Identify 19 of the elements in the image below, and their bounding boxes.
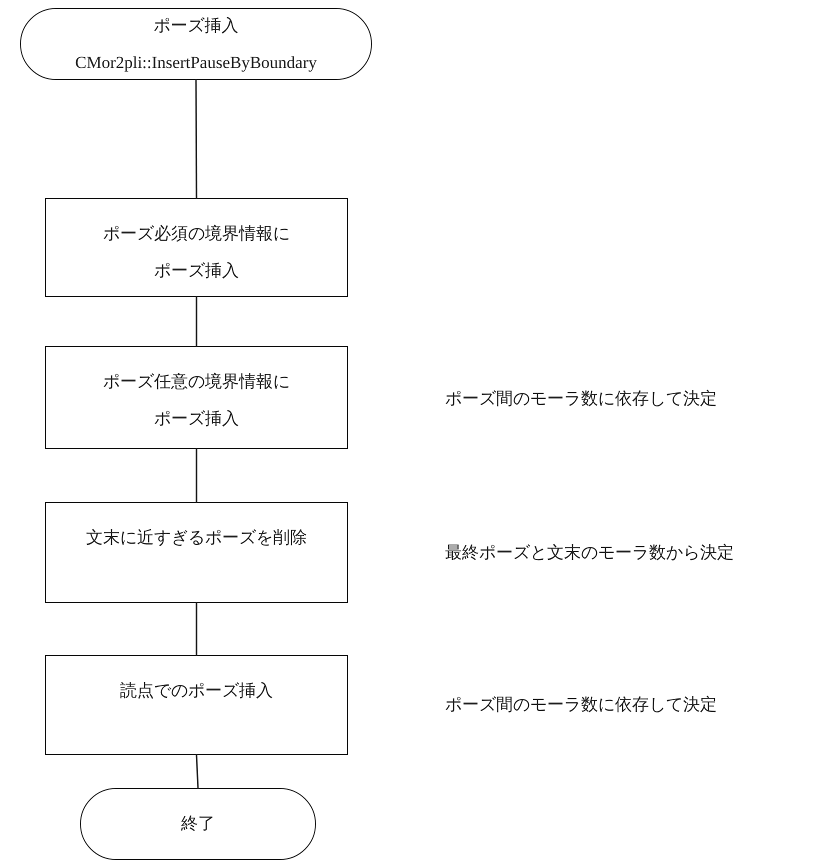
step-label: 終了 bbox=[181, 813, 215, 836]
process-box bbox=[45, 198, 348, 297]
step-label: 文末に近すぎるポーズを削除 bbox=[86, 527, 307, 549]
connector-line bbox=[195, 80, 198, 198]
step-label: ポーズ任意の境界情報にポーズ挿入 bbox=[102, 371, 291, 430]
side-note: ポーズ間のモーラ数に依存して決定 bbox=[445, 694, 717, 716]
step-label: ポーズ必須の境界情報にポーズ挿入 bbox=[102, 223, 291, 282]
step-label: ポーズ挿入 bbox=[154, 14, 238, 37]
side-note: ポーズ間のモーラ数に依存して決定 bbox=[445, 388, 717, 410]
side-note: 最終ポーズと文末のモーラ数から決定 bbox=[445, 542, 734, 564]
connector-line bbox=[196, 603, 198, 655]
process-box bbox=[45, 346, 348, 449]
function-name: CMor2pli::InsertPauseByBoundary bbox=[75, 52, 317, 74]
process-box bbox=[45, 655, 348, 755]
step-label: 読点でのポーズ挿入 bbox=[120, 680, 273, 702]
process-box bbox=[45, 502, 348, 603]
connector-line bbox=[196, 449, 198, 502]
connector-line bbox=[196, 297, 198, 346]
connector-line bbox=[196, 754, 199, 788]
